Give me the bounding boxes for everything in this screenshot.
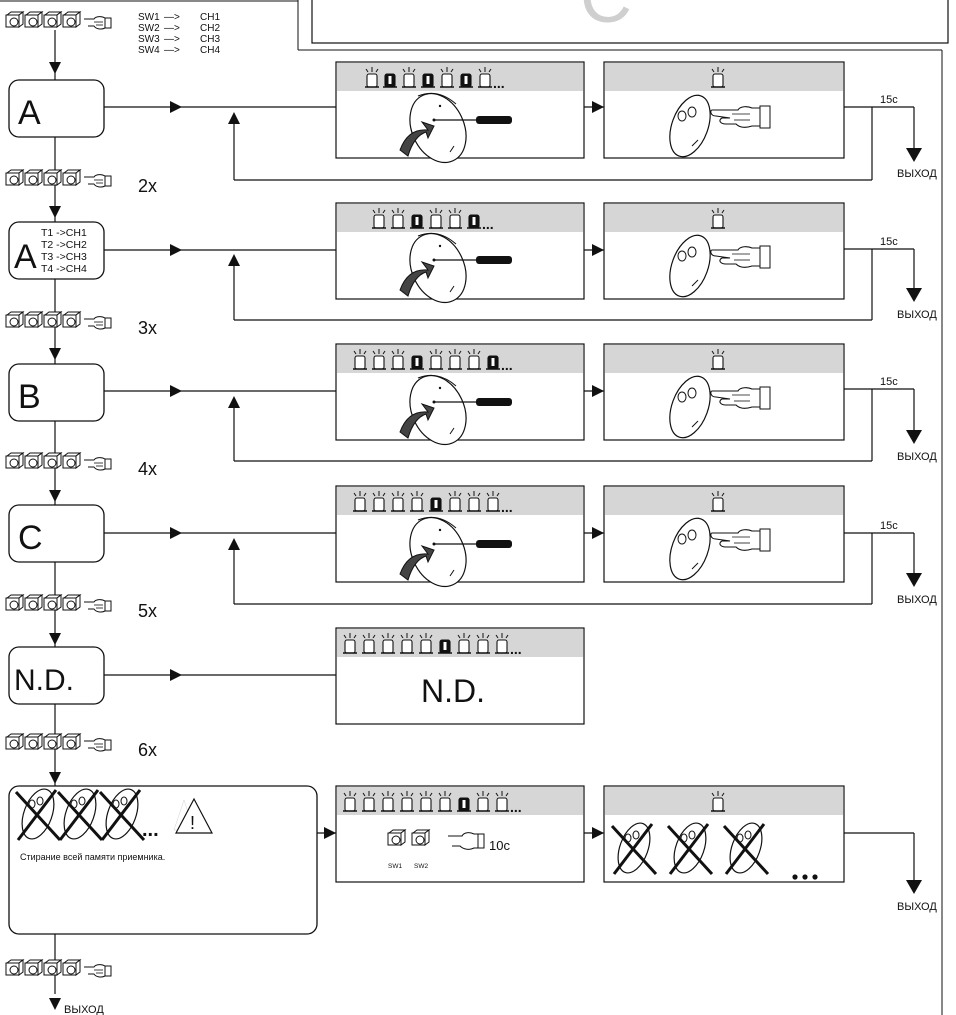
mode-row-b: B ... 15c ВЫХОД [9, 344, 937, 463]
exit-label: ВЫХОД [897, 594, 937, 606]
sw-channel-mapping: SW1 —> CH1 SW2 —> CH2 SW3 —> CH3 SW4 —> … [138, 12, 220, 56]
lamp-icon [711, 791, 725, 811]
mode-row-nd: N.D. ... N.D. [9, 628, 584, 724]
mode-label: B [18, 378, 41, 416]
sw1-button-icon [388, 830, 405, 845]
sw1-label: SW1 [388, 863, 402, 870]
lamp-ellipsis: ... [510, 641, 522, 657]
press-count: 2x [138, 176, 157, 196]
hold-time: 10c [489, 838, 510, 853]
lamp-ellipsis: ... [501, 499, 513, 515]
lamp-ellipsis: ... [482, 216, 494, 232]
timeout-label: 15c [880, 376, 898, 388]
lamp-ellipsis: ... [501, 357, 513, 373]
press-count: 3x [138, 318, 157, 338]
svg-text:T3 ->CH3: T3 ->CH3 [41, 251, 87, 263]
svg-text:T1 ->CH1: T1 ->CH1 [41, 227, 87, 239]
svg-text:SW4: SW4 [138, 45, 160, 56]
warning-mark: ! [190, 813, 195, 833]
header-letter: C [580, 0, 632, 38]
svg-text:—>: —> [164, 23, 180, 34]
four-buttons-icon [6, 12, 111, 29]
exit-label: ВЫХОД [897, 309, 937, 321]
lamp-ellipsis: ... [510, 799, 522, 815]
mode-row-a-t: A T1 ->CH1 T2 ->CH2 T3 ->CH3 T4 ->CH4 ..… [9, 203, 937, 321]
nd-panel-text: N.D. [421, 673, 485, 709]
svg-text:—>: —> [164, 34, 180, 45]
mode-row-a: A ... 15c ВЫХОД [9, 62, 937, 180]
sw2-button-icon [412, 830, 429, 845]
svg-text:—>: —> [164, 12, 180, 23]
timeout-label: 15c [880, 94, 898, 106]
lamp-icon [711, 349, 725, 369]
timeout-label: 15c [880, 236, 898, 248]
svg-text:T4 ->CH4: T4 ->CH4 [41, 263, 87, 275]
svg-text:T2 ->CH2: T2 ->CH2 [41, 239, 87, 251]
lamp-ellipsis: ... [493, 75, 505, 91]
svg-text:SW2: SW2 [138, 23, 160, 34]
final-exit-label: ВЫХОД [64, 1004, 104, 1015]
mode-label: N.D. [14, 664, 74, 697]
svg-text:SW3: SW3 [138, 34, 160, 45]
t-channel-list: T1 ->CH1 T2 ->CH2 T3 ->CH3 T4 ->CH4 [41, 227, 87, 275]
mode-label: A [18, 94, 41, 132]
lamp-icon [711, 491, 725, 511]
exit-label: ВЫХОД [897, 451, 937, 463]
press-count: 5x [138, 601, 157, 621]
sw2-label: SW2 [414, 863, 428, 870]
lamp-icon [711, 67, 725, 87]
press-count: 4x [138, 459, 157, 479]
erase-dots: ... [142, 819, 159, 841]
mode-row-c: C ... 15c ВЫХОД [9, 486, 937, 606]
exit-label: ВЫХОД [897, 901, 937, 913]
press-count: 6x [138, 740, 157, 760]
svg-text:CH3: CH3 [200, 34, 220, 45]
erase-description: Стирание всей памяти приемника. [20, 852, 165, 862]
erase-row: ... ! Стирание всей памяти приемника. ..… [9, 785, 937, 934]
svg-text:—>: —> [164, 45, 180, 56]
lamp-icon [711, 208, 725, 228]
exit-label: ВЫХОД [897, 168, 937, 180]
svg-text:CH1: CH1 [200, 12, 220, 23]
svg-text:CH4: CH4 [200, 45, 220, 56]
mode-label: A [14, 238, 37, 276]
svg-text:CH2: CH2 [200, 23, 220, 34]
timeout-label: 15c [880, 520, 898, 532]
svg-text:SW1: SW1 [138, 12, 160, 23]
mode-label: C [18, 519, 43, 557]
